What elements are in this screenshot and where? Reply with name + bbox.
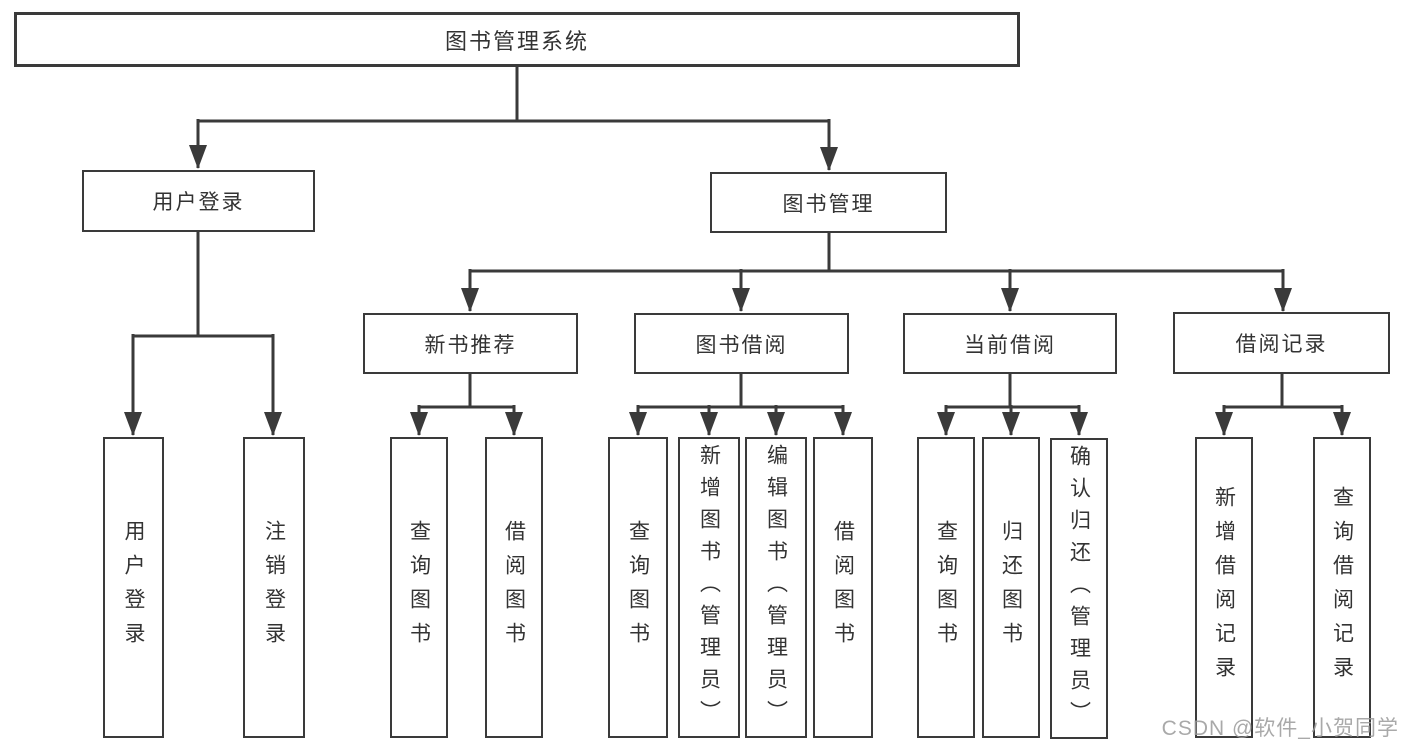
- node-root-label: 图书管理系统: [444, 28, 589, 54]
- leaf-logout: 注销登录: [243, 437, 305, 738]
- leaf-edit-book-admin: 编辑图书（管理员）: [745, 437, 807, 738]
- leaf-query-borrow-record: 查询借阅记录: [1313, 437, 1371, 738]
- leaf-add-borrow-record: 新增借阅记录: [1195, 437, 1253, 738]
- node-new-book-recommend: 新书推荐: [363, 313, 578, 374]
- leaf-query-book-borrow-label: 查询图书: [626, 519, 650, 656]
- leaf-user-login: 用户登录: [103, 437, 164, 738]
- edge-book-management-to-level3: [461, 233, 1292, 312]
- node-book-management: 图书管理: [710, 172, 947, 233]
- leaf-return-book-label: 归还图书: [999, 519, 1023, 656]
- leaf-add-book-admin: 新增图书（管理员）: [678, 437, 740, 738]
- leaf-query-borrow-record-label: 查询借阅记录: [1330, 485, 1354, 690]
- node-book-management-label: 图书管理: [782, 192, 875, 216]
- node-current-borrow-label: 当前借阅: [964, 333, 1056, 357]
- leaf-query-book-current: 查询图书: [917, 437, 975, 738]
- leaf-user-login-label: 用户登录: [122, 519, 145, 656]
- leaf-add-book-admin-label: 新增图书（管理员）: [697, 443, 721, 732]
- leaf-edit-book-admin-label: 编辑图书（管理员）: [764, 443, 788, 732]
- node-root-system: 图书管理系统: [14, 12, 1020, 67]
- node-borrow-records: 借阅记录: [1173, 312, 1390, 374]
- node-book-borrow-label: 图书借阅: [695, 333, 788, 357]
- edge-book-borrow-to-children: [629, 374, 852, 436]
- node-user-login-group-label: 用户登录: [152, 191, 245, 214]
- edge-user-login-to-children: [124, 232, 282, 436]
- edge-borrow-records-to-children: [1215, 374, 1351, 436]
- node-book-borrow: 图书借阅: [634, 313, 849, 374]
- leaf-query-book-recommend: 查询图书: [390, 437, 448, 738]
- node-current-borrow: 当前借阅: [903, 313, 1117, 374]
- leaf-borrow-book-recommend: 借阅图书: [485, 437, 543, 738]
- leaf-return-book: 归还图书: [982, 437, 1040, 738]
- csdn-watermark: CSDN @软件_小贺同学: [1161, 717, 1399, 740]
- node-borrow-records-label: 借阅记录: [1235, 333, 1328, 356]
- leaf-borrow-book-label: 借阅图书: [831, 519, 855, 656]
- leaf-borrow-book: 借阅图书: [813, 437, 873, 738]
- leaf-borrow-book-recommend-label: 借阅图书: [502, 519, 526, 656]
- leaf-logout-label: 注销登录: [262, 519, 286, 656]
- leaf-confirm-return-admin-label: 确认归还（管理员）: [1067, 444, 1091, 733]
- leaf-query-book-current-label: 查询图书: [934, 519, 958, 656]
- leaf-confirm-return-admin: 确认归还（管理员）: [1050, 438, 1108, 739]
- edge-new-book-recommend-to-children: [410, 374, 523, 436]
- leaf-add-borrow-record-label: 新增借阅记录: [1212, 485, 1236, 690]
- edge-root-to-level2: [189, 66, 838, 171]
- node-user-login-group: 用户登录: [82, 170, 315, 232]
- node-new-book-recommend-label: 新书推荐: [424, 333, 517, 357]
- leaf-query-book-recommend-label: 查询图书: [407, 519, 431, 656]
- edge-current-borrow-to-children: [937, 374, 1088, 436]
- leaf-query-book-borrow: 查询图书: [608, 437, 668, 738]
